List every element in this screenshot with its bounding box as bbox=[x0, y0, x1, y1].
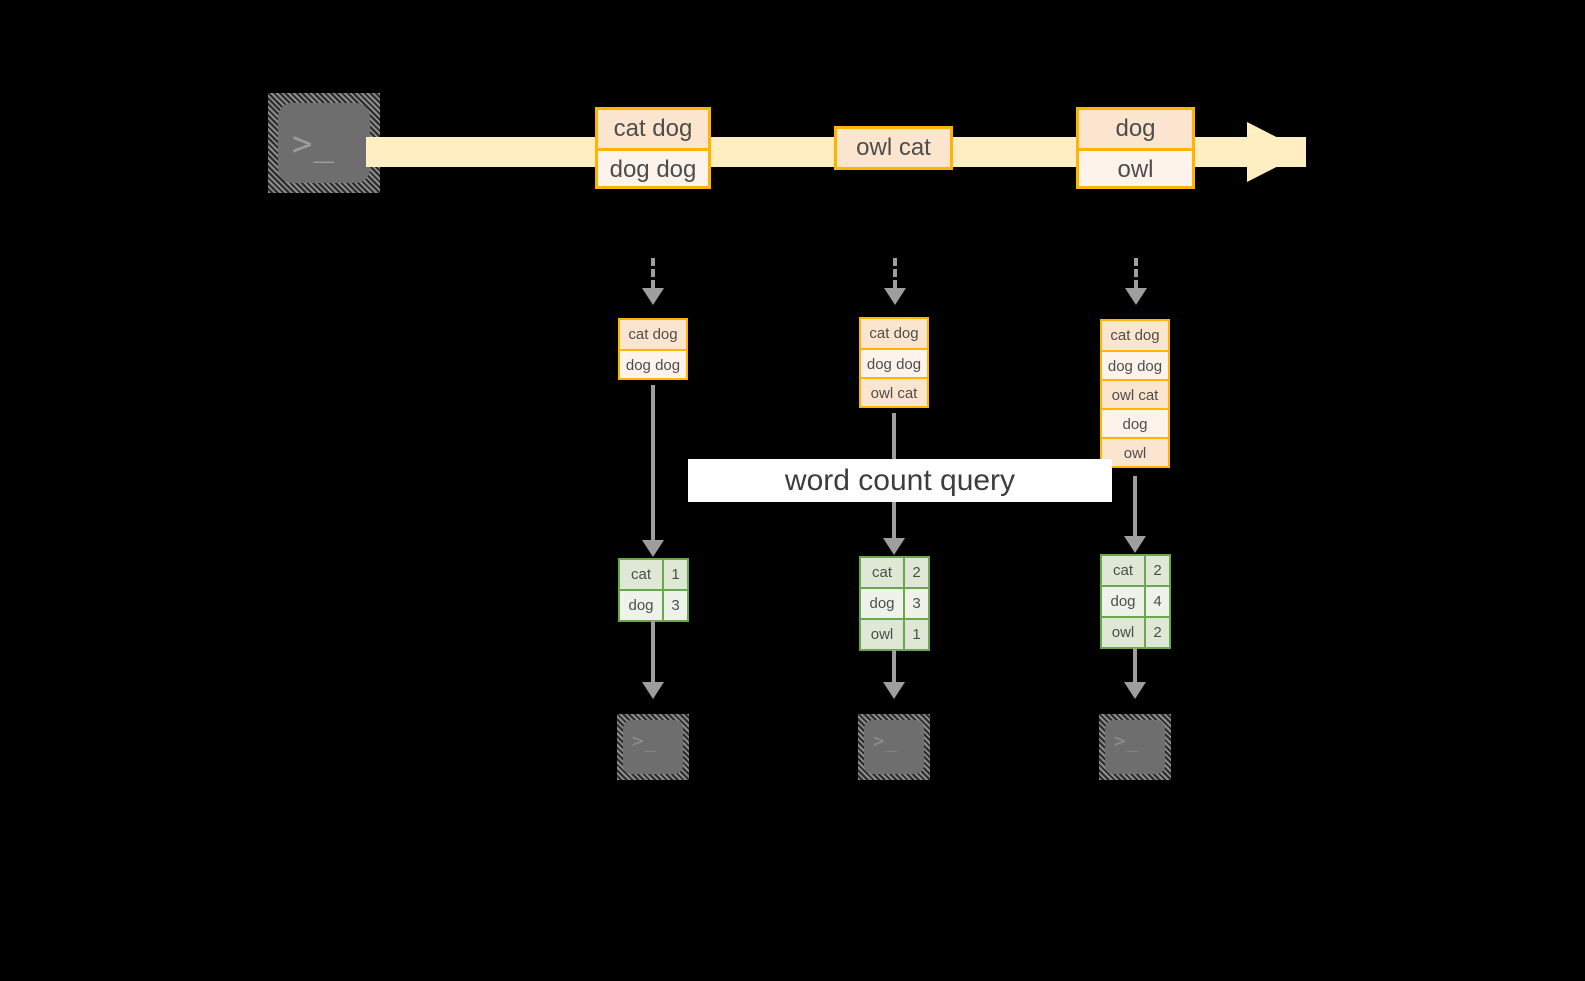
stream-record-line: dog bbox=[1079, 110, 1192, 148]
result-word: dog bbox=[620, 591, 662, 620]
result-count: 2 bbox=[903, 558, 928, 587]
snapshot-3-input-table: cat dog dog dog owl cat dog owl bbox=[1100, 319, 1170, 468]
stream-record-group-3: dog owl bbox=[1076, 107, 1195, 189]
terminal-prompt-icon: >_ bbox=[1114, 730, 1139, 752]
result-count: 1 bbox=[903, 620, 928, 649]
result-table-row: dog 4 bbox=[1102, 585, 1169, 616]
snapshot-1-query-connector bbox=[651, 385, 655, 540]
input-table-row: cat dog bbox=[1102, 321, 1168, 350]
input-table-row: dog dog bbox=[861, 348, 927, 377]
stream-record-group-2: owl cat bbox=[834, 126, 953, 170]
input-table-row: cat dog bbox=[861, 319, 927, 348]
snapshot-3-result-table: cat 2 dog 4 owl 2 bbox=[1100, 554, 1171, 649]
result-word: cat bbox=[861, 558, 903, 587]
snapshot-3-sink-terminal-box[interactable]: >_ bbox=[1099, 714, 1171, 780]
snapshot-2-input-table: cat dog dog dog owl cat bbox=[859, 317, 929, 408]
input-table-row: owl cat bbox=[1102, 379, 1168, 408]
snapshot-3-sink-connector bbox=[1133, 648, 1137, 682]
input-table-row: dog bbox=[1102, 408, 1168, 437]
stream-record-line: dog dog bbox=[598, 148, 708, 186]
snapshot-2-query-arrowhead-icon bbox=[883, 538, 905, 555]
stream-record-line: owl bbox=[1079, 148, 1192, 186]
stream-record-line: owl cat bbox=[837, 129, 950, 167]
snapshot-2-dashed-connector bbox=[893, 258, 897, 288]
source-terminal-box[interactable]: >_ bbox=[268, 93, 380, 193]
result-table-row: dog 3 bbox=[861, 587, 928, 618]
terminal-prompt-icon: >_ bbox=[632, 730, 657, 752]
snapshot-1-sink-arrowhead-icon bbox=[642, 682, 664, 699]
snapshot-3-dashed-connector bbox=[1134, 258, 1138, 288]
snapshot-2-result-table: cat 2 dog 3 owl 1 bbox=[859, 556, 930, 651]
input-table-row: owl bbox=[1102, 437, 1168, 466]
result-count: 2 bbox=[1144, 556, 1169, 585]
sink-terminal-inner: >_ bbox=[1105, 720, 1165, 774]
snapshot-3-query-connector bbox=[1133, 476, 1137, 536]
snapshot-3-dashed-arrowhead-icon bbox=[1125, 288, 1147, 305]
snapshot-1-result-table: cat 1 dog 3 bbox=[618, 558, 689, 622]
snapshot-1-dashed-connector bbox=[651, 258, 655, 288]
snapshot-2-sink-arrowhead-icon bbox=[883, 682, 905, 699]
snapshot-2-sink-connector bbox=[892, 650, 896, 682]
snapshot-1-query-arrowhead-icon bbox=[642, 540, 664, 557]
input-table-row: dog dog bbox=[620, 349, 686, 378]
snapshot-1-sink-terminal-box[interactable]: >_ bbox=[617, 714, 689, 780]
result-word: dog bbox=[1102, 587, 1144, 616]
snapshot-2-dashed-arrowhead-icon bbox=[884, 288, 906, 305]
snapshot-3-sink-arrowhead-icon bbox=[1124, 682, 1146, 699]
result-word: dog bbox=[861, 589, 903, 618]
result-word: cat bbox=[620, 560, 662, 589]
snapshot-1-dashed-arrowhead-icon bbox=[642, 288, 664, 305]
result-word: cat bbox=[1102, 556, 1144, 585]
snapshot-3-query-arrowhead-icon bbox=[1124, 536, 1146, 553]
terminal-prompt-icon: >_ bbox=[292, 124, 335, 164]
query-banner-label: word count query bbox=[784, 463, 1016, 497]
result-table-row: cat 2 bbox=[861, 558, 928, 587]
result-count: 3 bbox=[662, 591, 687, 620]
result-table-row: cat 2 bbox=[1102, 556, 1169, 585]
result-count: 4 bbox=[1144, 587, 1169, 616]
result-table-row: owl 1 bbox=[861, 618, 928, 649]
snapshot-1-input-table: cat dog dog dog bbox=[618, 318, 688, 380]
sink-terminal-inner: >_ bbox=[623, 720, 683, 774]
result-table-row: dog 3 bbox=[620, 589, 687, 620]
terminal-prompt-icon: >_ bbox=[873, 730, 898, 752]
input-table-row: owl cat bbox=[861, 377, 927, 406]
result-count: 3 bbox=[903, 589, 928, 618]
snapshot-2-sink-terminal-box[interactable]: >_ bbox=[858, 714, 930, 780]
result-table-row: cat 1 bbox=[620, 560, 687, 589]
input-table-row: cat dog bbox=[620, 320, 686, 349]
result-word: owl bbox=[1102, 618, 1144, 647]
query-banner: word count query bbox=[688, 459, 1112, 502]
stream-record-group-1: cat dog dog dog bbox=[595, 107, 711, 189]
result-count: 1 bbox=[662, 560, 687, 589]
sink-terminal-inner: >_ bbox=[864, 720, 924, 774]
result-table-row: owl 2 bbox=[1102, 616, 1169, 647]
snapshot-1-sink-connector bbox=[651, 620, 655, 682]
source-terminal-inner: >_ bbox=[278, 103, 370, 183]
stream-record-line: cat dog bbox=[598, 110, 708, 148]
result-word: owl bbox=[861, 620, 903, 649]
input-table-row: dog dog bbox=[1102, 350, 1168, 379]
stream-arrowhead-icon bbox=[1247, 122, 1306, 182]
result-count: 2 bbox=[1144, 618, 1169, 647]
